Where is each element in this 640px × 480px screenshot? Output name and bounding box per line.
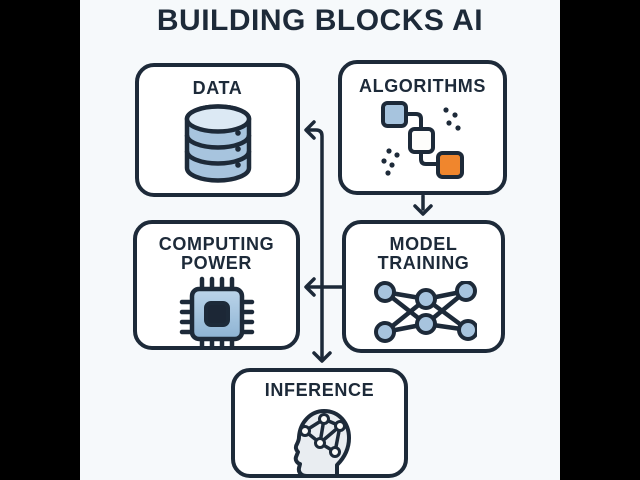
- database-icon: [184, 104, 251, 184]
- block-label: MODEL TRAINING: [377, 234, 470, 274]
- arrow-feedback-to-data: [305, 128, 324, 360]
- block-data: DATA: [135, 63, 300, 197]
- block-label: COMPUTING POWER: [158, 234, 275, 274]
- block-label: ALGORITHMS: [359, 76, 486, 96]
- arrowhead-to-model-training: [413, 204, 433, 216]
- arrowhead-to-inference: [312, 351, 332, 363]
- diagram-canvas: BUILDING BLOCKS AI DATA: [80, 0, 560, 480]
- letterbox-right: [560, 0, 640, 480]
- block-label: DATA: [192, 78, 243, 98]
- arrowhead-to-computing-power: [304, 277, 316, 297]
- letterbox-left: [0, 0, 80, 480]
- cpu-chip-icon: [179, 276, 254, 346]
- block-model-training: MODEL TRAINING: [342, 220, 505, 353]
- block-algorithms: ALGORITHMS: [338, 60, 507, 195]
- neural-network-icon: [373, 280, 477, 343]
- flowchart-nodes-icon: [381, 101, 464, 180]
- block-computing-power: COMPUTING POWER: [133, 220, 300, 350]
- head-circuit-icon: [293, 409, 351, 474]
- block-label: INFERENCE: [264, 380, 375, 400]
- scatter-dots: [381, 107, 461, 177]
- block-inference: INFERENCE: [231, 368, 408, 478]
- arrowhead-to-data: [304, 120, 316, 140]
- diagram-title: BUILDING BLOCKS AI: [156, 4, 484, 37]
